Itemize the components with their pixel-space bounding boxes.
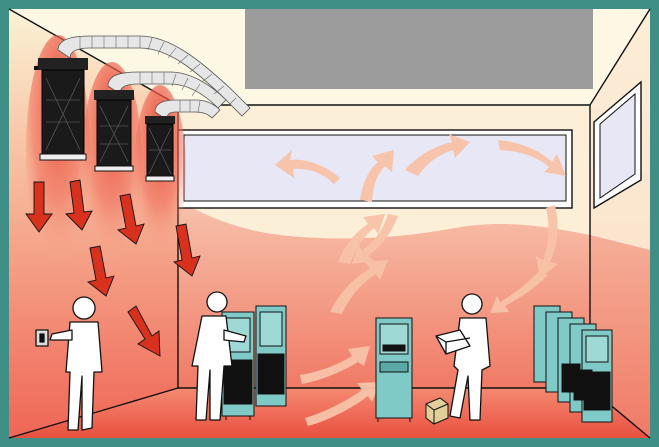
- heater-2: [94, 90, 134, 171]
- heater-1: [34, 58, 88, 160]
- cabinet-center: [376, 318, 412, 422]
- ceiling-panel: [245, 9, 593, 89]
- heater-3: [145, 116, 175, 181]
- cabinet-left-b: [256, 306, 286, 406]
